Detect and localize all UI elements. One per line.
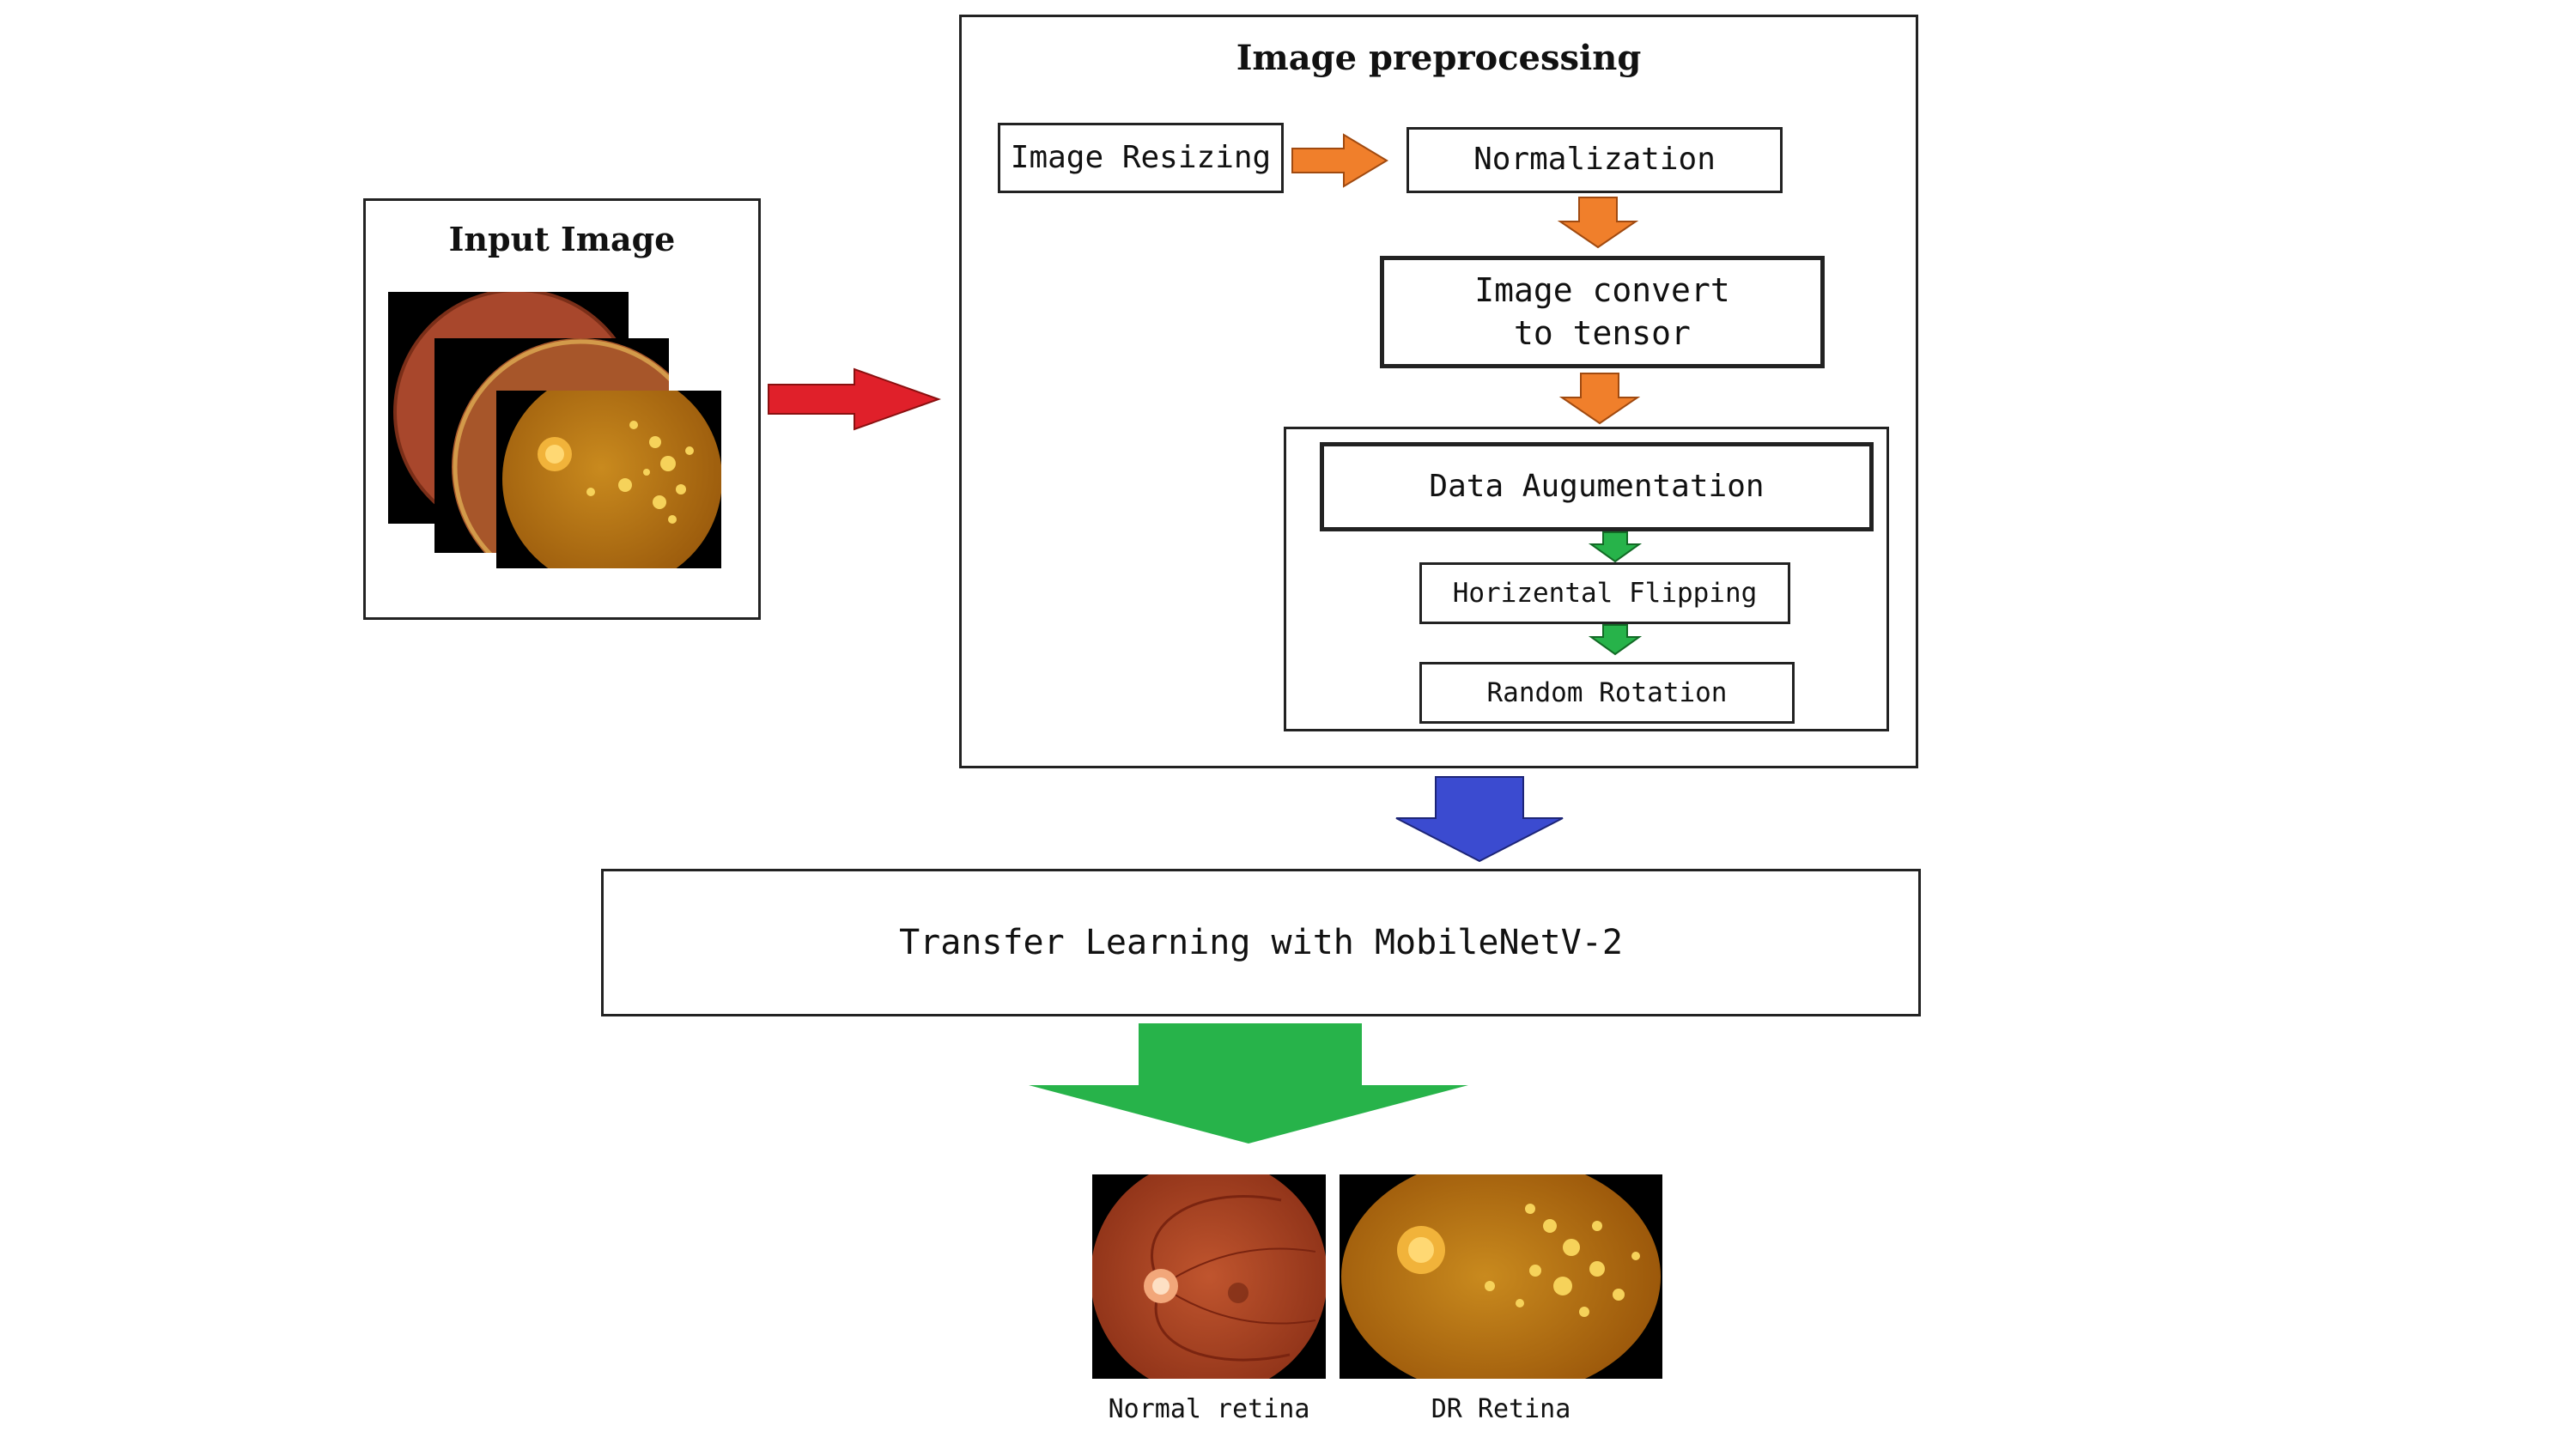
- image-resizing-step: Image Resizing: [998, 123, 1284, 193]
- horizontal-flipping-step: Horizental Flipping: [1419, 562, 1790, 624]
- green-arrow-down-1: [1588, 531, 1643, 563]
- green-arrow-down-2: [1588, 624, 1643, 656]
- fundus-image-3: [496, 391, 721, 568]
- image-convert-to-tensor-step: Image convert to tensor: [1380, 256, 1825, 368]
- orange-arrow-down-2: [1558, 373, 1641, 425]
- input-image-panel: Input Image: [363, 198, 761, 620]
- blue-arrow-down: [1395, 776, 1564, 863]
- dr-retina-label: DR Retina: [1431, 1394, 1571, 1424]
- red-arrow-right: [768, 367, 941, 431]
- orange-arrow-right: [1291, 133, 1388, 188]
- input-image-title: Input Image: [448, 220, 676, 258]
- preprocessing-title: Image preprocessing: [1236, 38, 1642, 78]
- normal-retina-label: Normal retina: [1108, 1394, 1310, 1424]
- green-arrow-down-large: [1029, 1023, 1468, 1144]
- transfer-learning-box: Transfer Learning with MobileNetV-2: [601, 869, 1921, 1016]
- normal-retina-image: [1092, 1174, 1326, 1379]
- dr-retina-image: [1340, 1174, 1662, 1379]
- normalization-step: Normalization: [1406, 127, 1783, 193]
- data-augmentation-step: Data Augumentation: [1320, 442, 1874, 531]
- random-rotation-step: Random Rotation: [1419, 662, 1795, 724]
- orange-arrow-down-1: [1557, 197, 1639, 249]
